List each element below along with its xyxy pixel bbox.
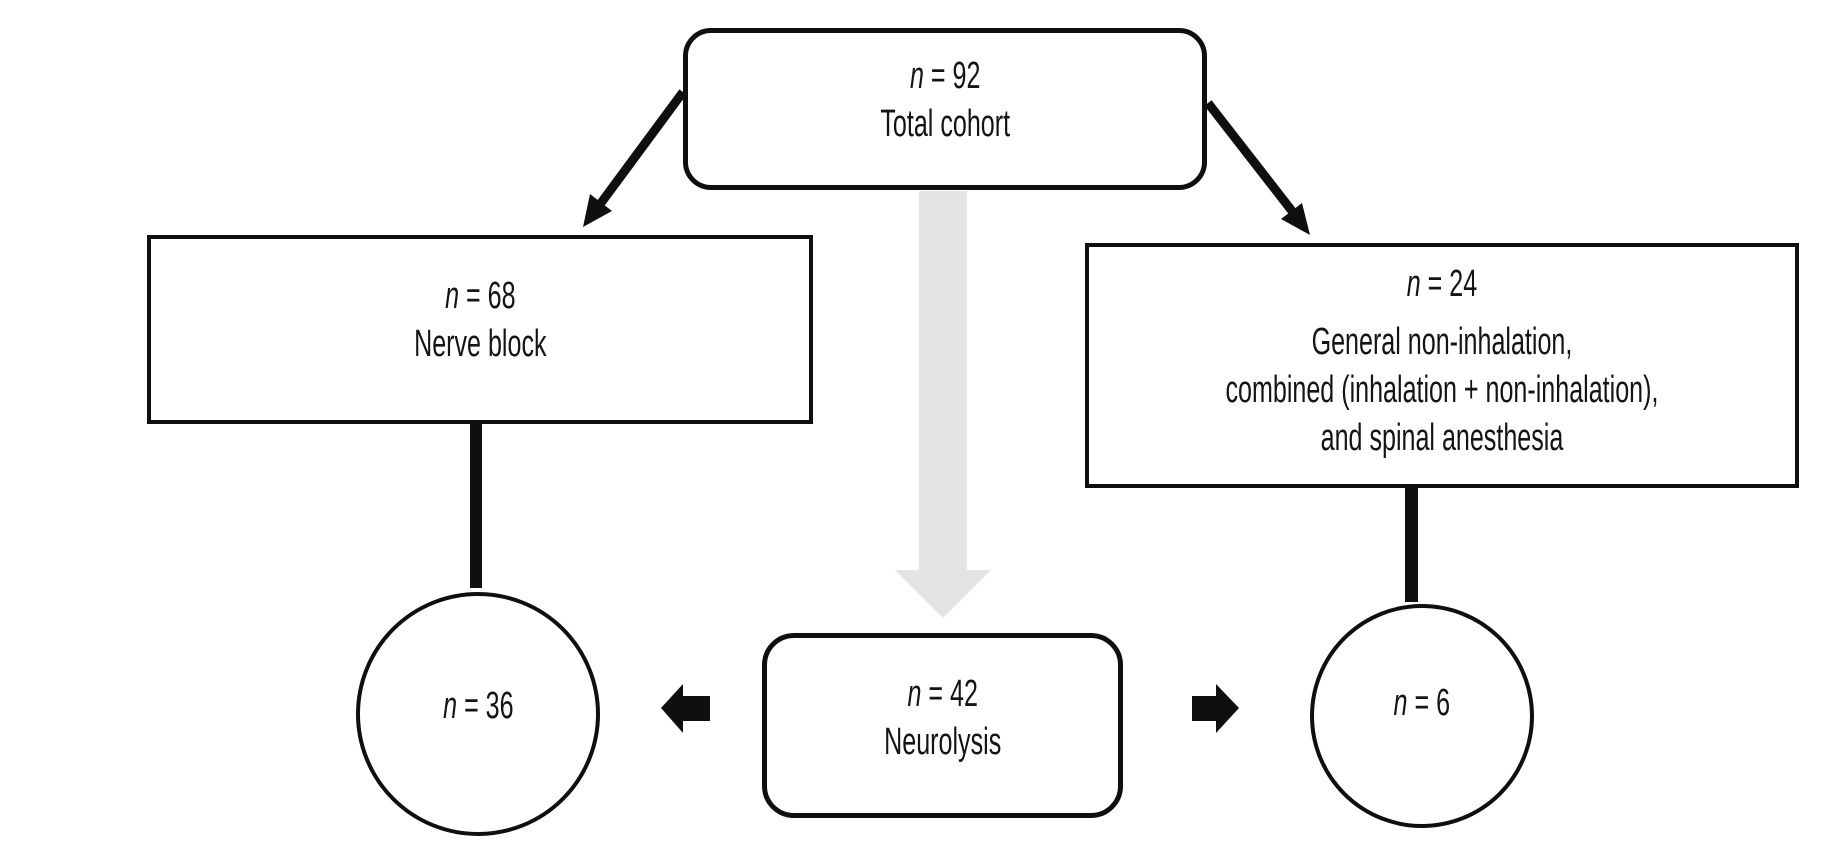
total-cohort-label: Total cohort: [880, 103, 1010, 145]
arrow-total-to-nerve-block: [597, 89, 687, 206]
other-anesthesia-label-line: General non-inhalation,: [1311, 320, 1573, 363]
arrow-total-to-other-anesthesia-head-icon: [1281, 203, 1310, 235]
n-symbol: n: [442, 685, 457, 727]
total-cohort-count: n = 92: [909, 55, 981, 97]
nerve-block-neurolysis-count: n = 36: [442, 685, 514, 727]
gray-down-arrow-total-to-neurolysis-icon: [895, 191, 991, 618]
neurolysis-count: n = 42: [907, 672, 978, 715]
nerve-block-label: Nerve block: [413, 322, 547, 365]
nerve-block-box: n = 68 Nerve block: [147, 235, 813, 424]
arrow-total-to-nerve-block-head-icon: [583, 194, 612, 227]
block-arrow-left-icon: [661, 684, 710, 733]
n-symbol: n: [1406, 262, 1421, 305]
block-arrow-right-icon: [1192, 684, 1239, 733]
connector-other-anesthesia-to-right-circle: [1405, 487, 1418, 602]
other-anesthesia-label-line: and spinal anesthesia: [1320, 416, 1564, 459]
n-symbol: n: [1393, 682, 1408, 724]
neurolysis-box: n = 42 Neurolysis: [762, 633, 1123, 818]
arrow-total-to-other-anesthesia: [1204, 100, 1296, 214]
other-anesthesia-box: n = 24 General non-inhalation, combined …: [1085, 243, 1799, 488]
other-anesthesia-label-line: combined (inhalation + non-inhalation),: [1225, 368, 1659, 411]
n-symbol: n: [907, 672, 922, 715]
other-anesthesia-neurolysis-circle: n = 6: [1310, 604, 1534, 828]
other-anesthesia-neurolysis-count: n = 6: [1393, 682, 1451, 724]
nerve-block-count: n = 68: [444, 274, 516, 317]
total-cohort-box: n = 92 Total cohort: [683, 28, 1207, 190]
n-symbol: n: [909, 55, 924, 97]
n-symbol: n: [444, 274, 459, 317]
nerve-block-neurolysis-circle: n = 36: [356, 592, 600, 836]
connector-nerve-block-to-left-circle: [470, 423, 482, 588]
neurolysis-label: Neurolysis: [883, 720, 1002, 763]
other-anesthesia-count: n = 24: [1406, 262, 1478, 305]
